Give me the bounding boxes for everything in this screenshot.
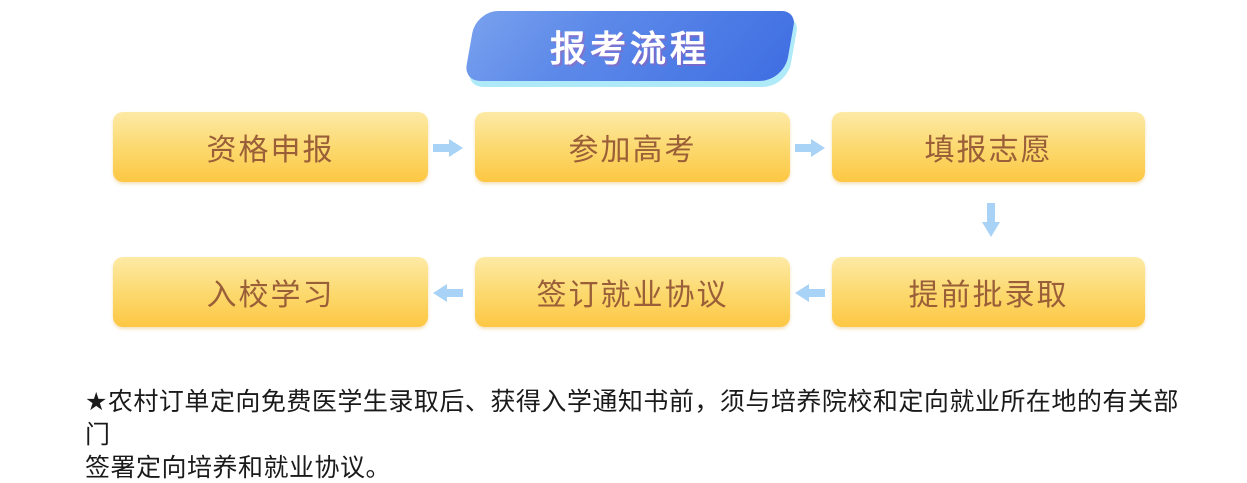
page-title: 报考流程 (549, 28, 710, 69)
arrow-left-icon (433, 284, 463, 302)
footnote-line-1: ★农村订单定向免费医学生录取后、获得入学通知书前，须与培养院校和定向就业所在地的… (85, 388, 1179, 449)
title-banner: 报考流程 (463, 11, 797, 81)
flow-step-enroll-study: 入校学习 (113, 257, 428, 327)
footnote: ★农村订单定向免费医学生录取后、获得入学通知书前，须与培养院校和定向就业所在地的… (85, 386, 1195, 483)
arrow-right-icon (795, 139, 825, 157)
flow-step-gaokao: 参加高考 (475, 112, 790, 182)
flow-step-qualification: 资格申报 (113, 112, 428, 182)
flow-step-preferences: 填报志愿 (832, 112, 1145, 182)
flow-step-early-admission: 提前批录取 (832, 257, 1145, 327)
arrow-right-icon (433, 139, 463, 157)
flow-step-sign-agreement: 签订就业协议 (475, 257, 790, 327)
arrow-down-icon (982, 203, 1000, 237)
footnote-line-2: 签署定向培养和就业协议。 (85, 454, 392, 482)
arrow-left-icon (795, 284, 825, 302)
